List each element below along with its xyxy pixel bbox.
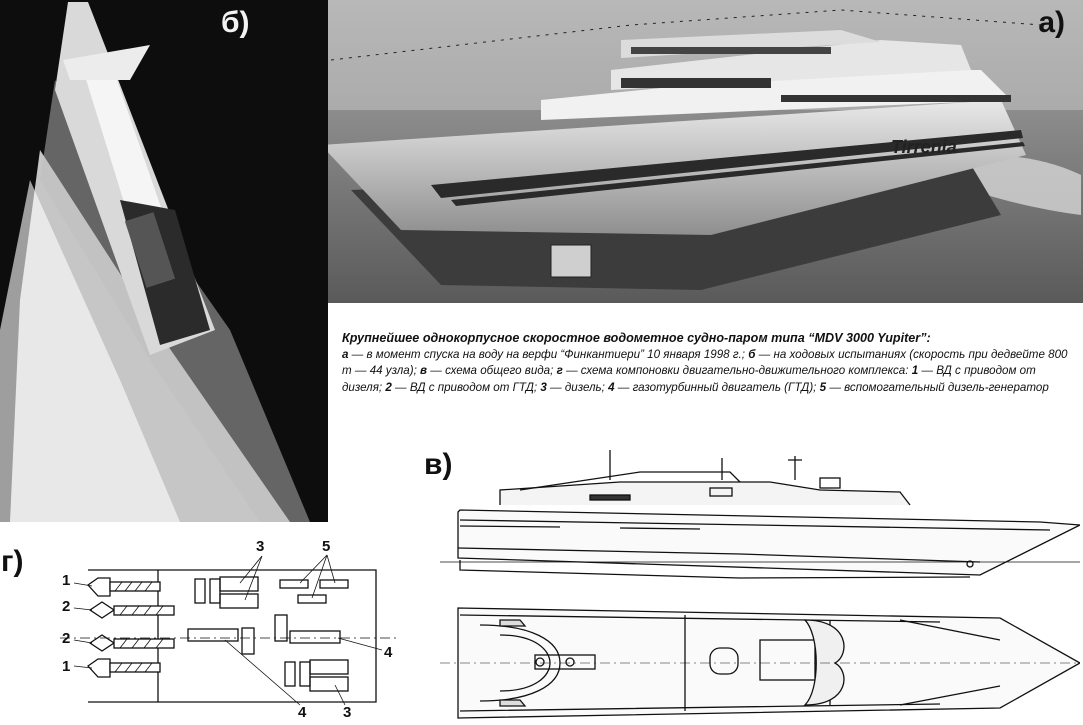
layout-label-5: 5 (322, 538, 331, 555)
layout-label-2-bottom: 2 (62, 630, 71, 647)
caption-text-g: — схема компоновки двигательно-движитель… (562, 364, 912, 378)
layout-label-4-bottom: 4 (298, 704, 307, 721)
caption-text-b: — на ходовых испытаниях (скорость при де… (342, 347, 1068, 378)
propulsion-layout-drawing (60, 554, 400, 706)
caption-text-v: — схема общего вида; (427, 364, 557, 378)
diagram-v-label: в) (424, 448, 453, 481)
layout-label-3-bottom: 3 (343, 704, 352, 721)
photo-launch: Tirrenia а) (281, 0, 1083, 303)
caption-key-a: а (342, 347, 349, 361)
legend-text-5: — вспомогательный дизель-генератор (826, 380, 1049, 394)
legend-text-2: — ВД с приводом от ГТД; (391, 380, 541, 394)
caption-key-g: г (556, 364, 563, 378)
legend-text-4: — газотурбинный двигатель (ГТД); (614, 380, 820, 394)
legend-key-5: 5 (819, 380, 827, 394)
shafts (109, 581, 175, 673)
figure-caption: Крупнейшее однокорпусное скоростное водо… (342, 330, 1078, 396)
legend-key-3: 3 (540, 380, 547, 394)
waterjet-units (87, 577, 116, 678)
diagram-g-label: г) (1, 545, 24, 578)
legend-key-4: 4 (608, 380, 615, 394)
general-arrangement-drawing (440, 450, 1080, 719)
caption-title: Крупнейшее однокорпусное скоростное водо… (342, 331, 931, 345)
caption-text-a: — в момент спуска на воду на верфи “Финк… (348, 347, 749, 361)
photo-a-label: а) (1038, 6, 1065, 39)
photo-launch-drawing: Tirrenia (281, 0, 1083, 303)
caption-key-v: в (420, 364, 428, 378)
photo-b-label: б) (221, 6, 250, 39)
layout-label-1-bottom: 1 (62, 658, 71, 675)
layout-label-1-top: 1 (62, 572, 71, 589)
photo-sea-trials: б) (0, 0, 328, 522)
layout-label-2-top: 2 (62, 598, 71, 615)
legend-key-2: 2 (385, 380, 392, 394)
legend-text-1: — ВД с приводом от дизеля; (342, 364, 1036, 394)
layout-label-3-top: 3 (256, 538, 265, 555)
side-hull-outline (457, 509, 1080, 576)
photo-sea-trials-drawing (0, 0, 328, 522)
caption-key-b: б (748, 347, 756, 361)
legend-key-1: 1 (911, 364, 919, 378)
layout-label-4-right: 4 (384, 644, 393, 661)
hull-livery-text: Tirrenia (891, 137, 957, 157)
legend-text-3: — дизель; (546, 380, 609, 394)
